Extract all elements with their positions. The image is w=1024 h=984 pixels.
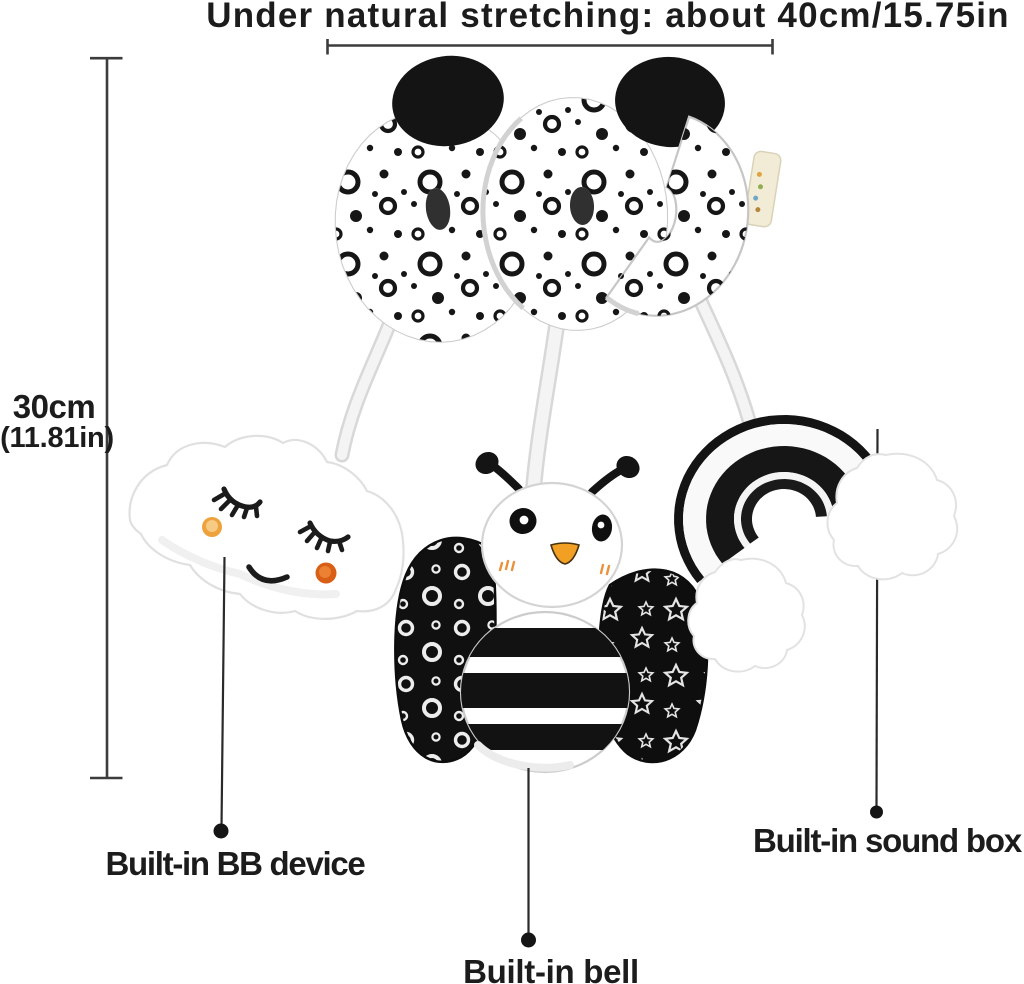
svg-text:Under natural stretching: abou: Under natural stretching: about 40cm/15.… (206, 0, 1010, 35)
svg-text:Built-in sound box: Built-in sound box (753, 822, 1023, 859)
svg-text:(11.81in): (11.81in) (0, 422, 114, 454)
svg-text:30cm: 30cm (13, 388, 95, 425)
svg-text:Built-in bell: Built-in bell (463, 953, 639, 984)
svg-text:Built-in BB device: Built-in BB device (106, 845, 366, 882)
